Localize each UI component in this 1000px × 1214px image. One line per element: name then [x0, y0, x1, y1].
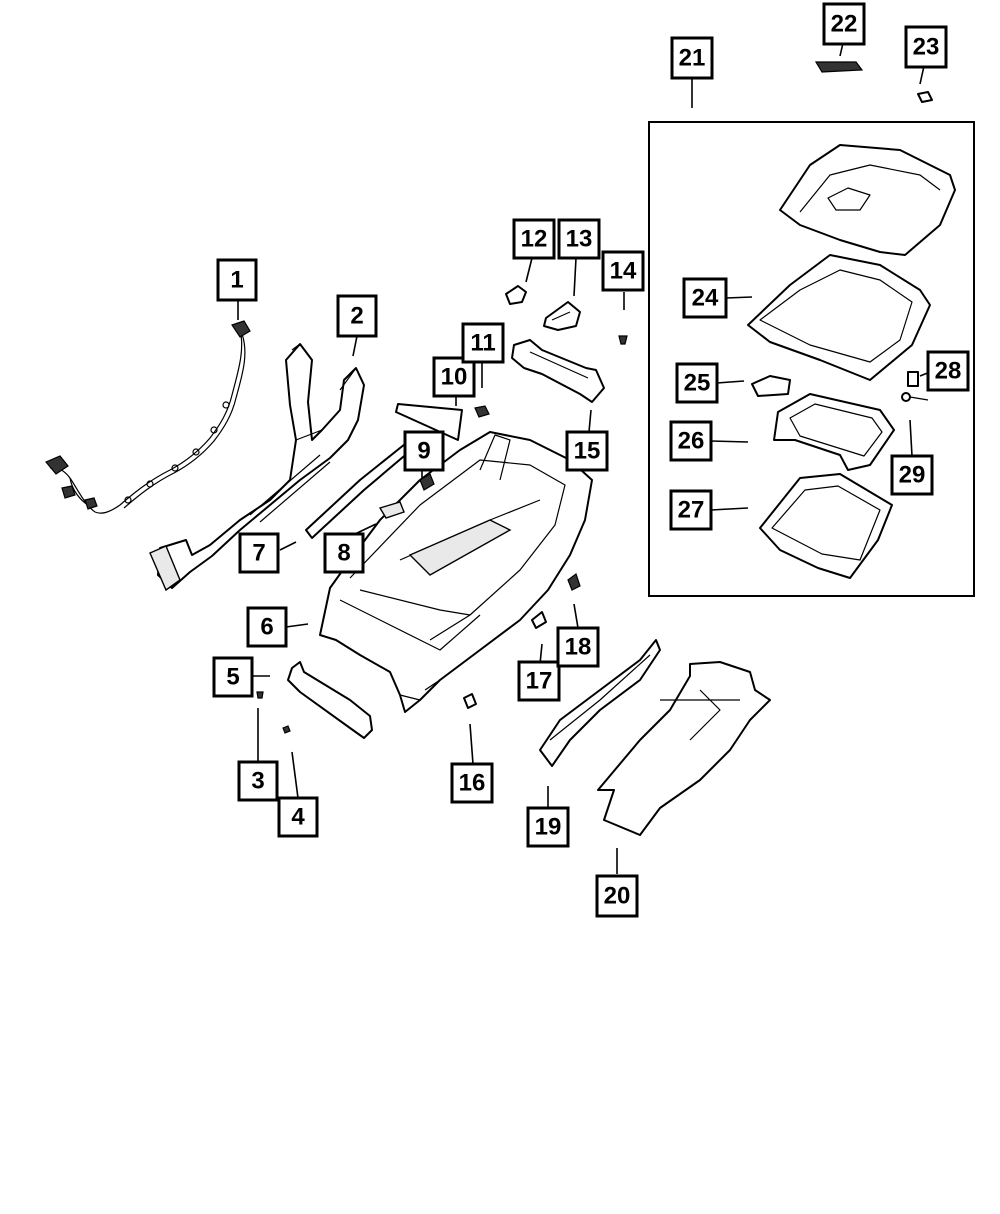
svg-text:25: 25 [684, 370, 711, 397]
latch-part-25 [751, 375, 791, 397]
svg-text:22: 22 [831, 11, 858, 38]
clip-part-9 [419, 473, 435, 491]
knob-part-28 [907, 371, 919, 387]
svg-text:17: 17 [526, 668, 553, 695]
callout-12: 12 [512, 218, 556, 260]
svg-text:28: 28 [935, 358, 962, 385]
leader-lines [237, 42, 931, 874]
svg-text:9: 9 [417, 438, 430, 465]
svg-text:1: 1 [230, 267, 243, 294]
svg-text:27: 27 [678, 497, 705, 524]
callout-19: 19 [526, 806, 570, 848]
svg-text:15: 15 [574, 438, 601, 465]
callout-1: 1 [216, 258, 258, 302]
callout-22: 22 [822, 2, 866, 46]
callout-11: 11 [461, 322, 505, 364]
storage-bin-part [759, 473, 893, 579]
svg-text:24: 24 [692, 285, 719, 312]
bracket-part-12 [505, 285, 527, 305]
pad-part-22 [814, 61, 864, 73]
callout-28: 28 [926, 350, 970, 392]
callout-15: 15 [565, 430, 609, 472]
floor-mat-part [597, 661, 771, 836]
callout-14: 14 [601, 250, 645, 292]
svg-text:12: 12 [521, 226, 548, 253]
screw-part-14 [618, 335, 628, 345]
svg-text:8: 8 [337, 540, 350, 567]
svg-text:6: 6 [260, 614, 273, 641]
svg-text:14: 14 [610, 258, 637, 285]
svg-text:19: 19 [535, 814, 562, 841]
wiring-harness-part [45, 320, 251, 514]
latch-part-13 [543, 301, 581, 331]
svg-text:7: 7 [252, 540, 265, 567]
svg-text:29: 29 [899, 462, 926, 489]
side-panel-part [539, 639, 661, 767]
armrest-lid-part [779, 144, 956, 256]
callout-2: 2 [336, 294, 378, 338]
clip-part-18 [567, 573, 581, 591]
callout-25: 25 [675, 362, 719, 404]
callout-21: 21 [670, 36, 714, 80]
callout-23: 23 [904, 25, 948, 69]
pin-part-29 [901, 392, 929, 402]
callout-20: 20 [595, 874, 639, 918]
callout-24: 24 [682, 277, 728, 319]
fasteners-part [256, 691, 291, 734]
callouts: 1 2 3 4 5 6 7 8 [212, 2, 970, 918]
clip-part-17 [531, 611, 547, 629]
svg-text:26: 26 [678, 428, 705, 455]
callout-4: 4 [277, 796, 319, 838]
callout-9: 9 [403, 430, 445, 472]
callout-3: 3 [237, 760, 279, 802]
svg-text:4: 4 [291, 804, 305, 831]
lid-inner-part [747, 254, 931, 381]
clip-part-16 [463, 693, 477, 709]
callout-18: 18 [556, 626, 600, 668]
callout-16: 16 [450, 762, 494, 804]
clip-part-11 [474, 405, 490, 418]
callout-7: 7 [238, 532, 280, 574]
callout-26: 26 [669, 420, 713, 462]
callout-17: 17 [517, 660, 561, 702]
callout-6: 6 [246, 606, 288, 648]
lower-trim-part [287, 661, 373, 739]
callout-27: 27 [669, 489, 713, 531]
svg-text:23: 23 [913, 34, 940, 61]
air-duct-part [149, 343, 365, 592]
svg-text:3: 3 [251, 768, 264, 795]
callout-8: 8 [323, 532, 365, 574]
insulator-pad-part [395, 403, 463, 441]
svg-text:5: 5 [226, 664, 239, 691]
tray-frame-part [773, 393, 895, 471]
svg-text:11: 11 [470, 330, 495, 357]
svg-text:10: 10 [441, 364, 468, 391]
svg-text:18: 18 [565, 634, 592, 661]
armrest-kit-frame [648, 121, 975, 597]
svg-text:16: 16 [459, 770, 486, 797]
callout-29: 29 [890, 454, 934, 496]
svg-text:2: 2 [350, 303, 363, 330]
console-body-part [319, 431, 593, 713]
callout-13: 13 [557, 218, 601, 260]
svg-text:21: 21 [679, 45, 706, 72]
clip-part-23 [917, 91, 933, 103]
svg-text:13: 13 [566, 226, 593, 253]
svg-text:20: 20 [604, 883, 631, 910]
callout-5: 5 [212, 656, 254, 698]
parts-illustrations [45, 61, 956, 836]
callout-10: 10 [432, 356, 476, 398]
hinge-bracket-part [511, 339, 605, 403]
